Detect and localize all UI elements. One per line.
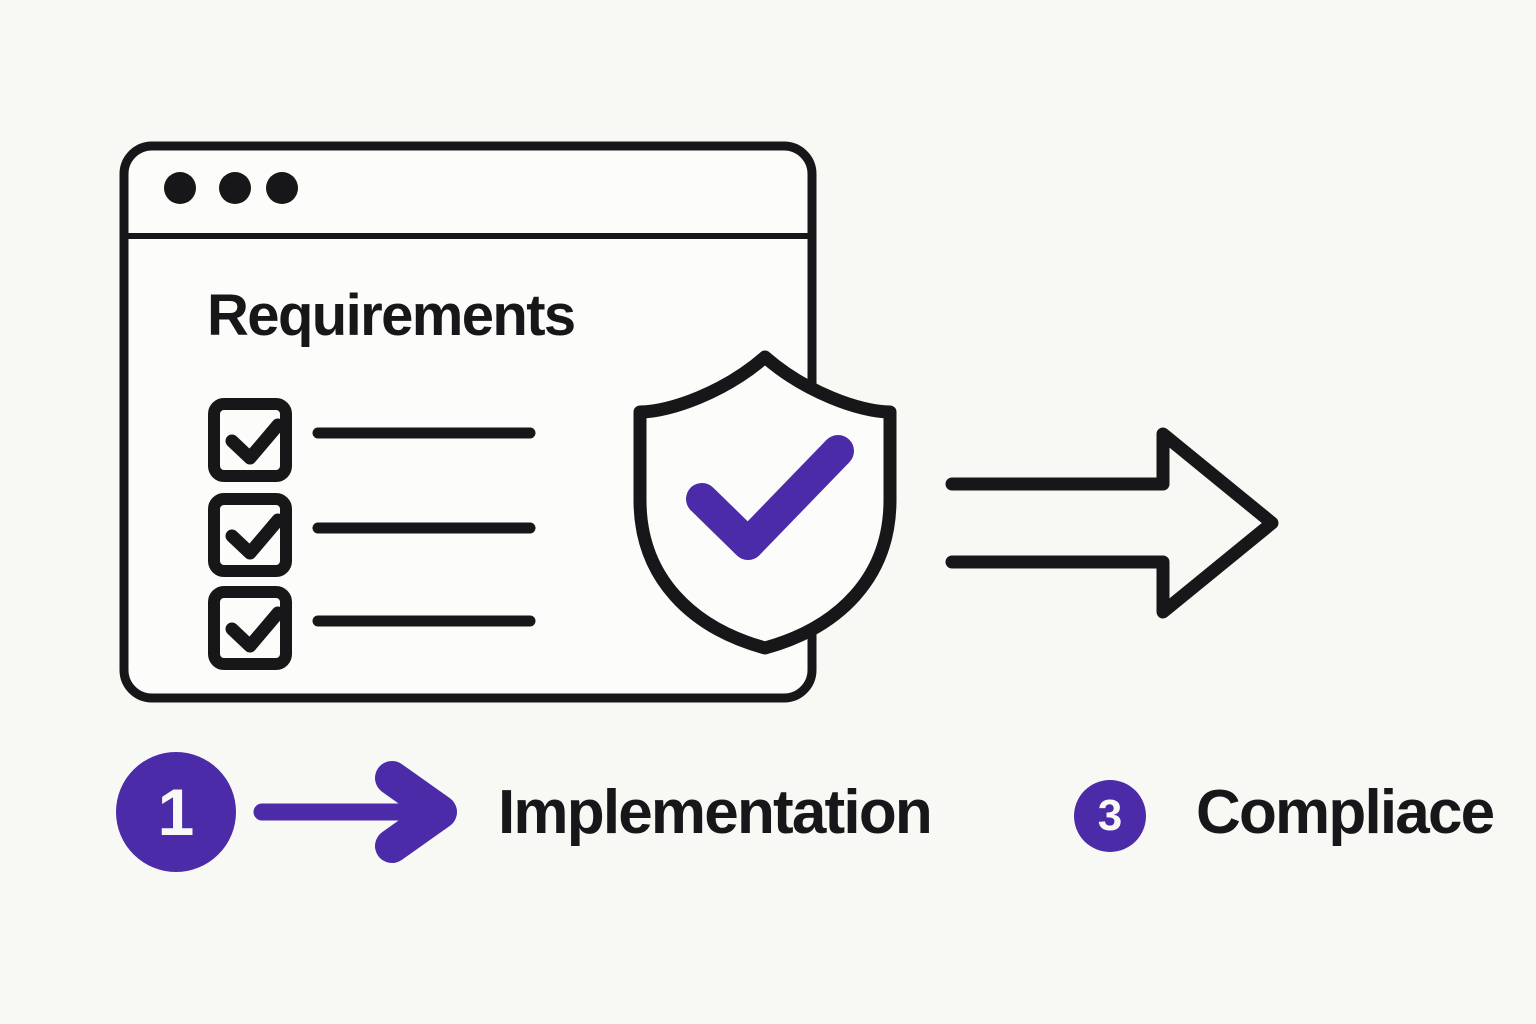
step-badge-3[interactable] (1074, 780, 1146, 852)
window-dot-3 (266, 172, 298, 204)
window-heading: Requirements (207, 283, 576, 348)
step-badge-3-number: 3 (1097, 791, 1123, 840)
checkbox-checked-icon[interactable] (208, 493, 292, 577)
checklist-row (208, 493, 536, 577)
checkmark-glyph (225, 513, 285, 560)
checkmark-glyph (225, 606, 285, 653)
checkbox-checked-icon[interactable] (208, 398, 292, 482)
window-dot-2 (219, 172, 251, 204)
step-badge-1-number: 1 (157, 775, 195, 849)
step-label-compliace: Compliace (1196, 778, 1495, 847)
step-label-implementation: Implementation (498, 778, 933, 847)
requirements-checklist (208, 398, 536, 670)
shield-check-icon (633, 350, 897, 655)
checkmark-glyph (225, 418, 285, 465)
checklist-row (208, 398, 536, 482)
step-connector-arrow-icon (253, 761, 457, 863)
connector-head (375, 761, 457, 863)
shield-check-glyph (686, 435, 854, 560)
checkbox-checked-icon[interactable] (208, 586, 292, 670)
shield-outline (633, 350, 897, 655)
checklist-row (208, 586, 536, 670)
arrow-right-outline-icon (945, 427, 1279, 619)
step-badge-1[interactable] (116, 752, 236, 872)
window-dot-1 (164, 172, 196, 204)
